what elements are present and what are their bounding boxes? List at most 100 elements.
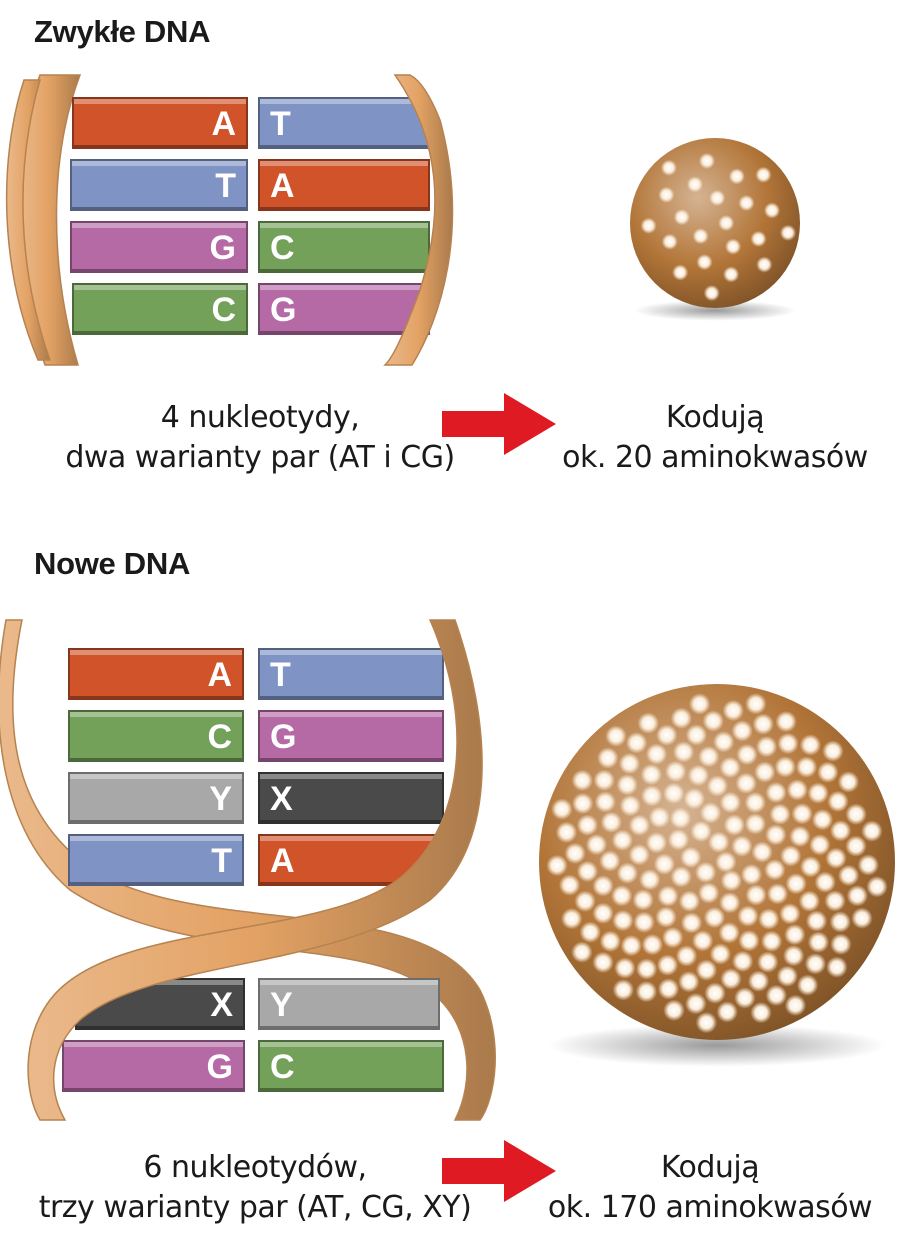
amino-acid-dot [785,873,806,894]
base-letter: A [270,167,295,205]
amino-acid-dot [704,982,725,1003]
amino-acid-dot [824,890,845,911]
amino-acid-dot [551,798,572,819]
amino-acid-dot [757,951,778,972]
amino-acid-dot [805,953,826,974]
amino-acid-dot [780,845,801,866]
amino-acid-dot [710,943,731,964]
base-pair-right: A [258,159,430,211]
amino-acid-dot [827,791,848,812]
amino-acid-dot [586,834,607,855]
amino-acid-dot [663,1000,684,1021]
amino-acid-dot [592,952,613,973]
amino-acid-dot [807,782,828,803]
amino-acid-dot [738,195,754,211]
amino-acid-dot [696,1012,717,1033]
amino-acid-dot [789,826,810,847]
amino-acid-dot [646,832,667,853]
amino-acid-dot [688,765,709,786]
amino-acid-dot [799,890,820,911]
base-pair-left: T [70,159,248,211]
amino-acid-dot [718,215,734,231]
amino-acid-dot [796,756,817,777]
base-letter: G [210,229,236,267]
amino-acid-dot [861,820,882,841]
amino-acid-dot [676,945,697,966]
caption-line: 6 nukleotydów, [10,1148,500,1188]
amino-acid-dot [787,779,808,800]
amino-acid-dot [817,762,838,783]
amino-acid-dot [715,851,736,872]
amino-acid-dot [684,788,705,809]
amino-acid-dot [692,930,713,951]
amino-acid-dot [663,783,684,804]
amino-acid-dot [617,862,638,883]
amino-acid-dot [642,934,663,955]
amino-acid-dot [674,209,690,225]
amino-acid-dot [658,187,674,203]
amino-acid-dot [611,885,632,906]
amino-acid-dot [745,884,766,905]
amino-acid-dot [636,981,657,1002]
amino-acid-dot [670,808,691,829]
amino-acid-dot [613,979,634,1000]
amino-acid-dot [777,966,798,987]
amino-acid-dot [707,775,728,796]
amino-acid-dot [845,804,866,825]
amino-acid-dot [720,757,741,778]
amino-acid-dot [755,167,771,183]
base-pair-right: T [258,648,444,700]
amino-acid-dot [838,771,859,792]
amino-acid-dot [619,753,640,774]
amino-acid-dot [620,795,641,816]
amino-acid-dot [737,905,758,926]
amino-acid-dot [830,820,851,841]
base-letter: X [210,986,233,1024]
amino-acid-dot [629,844,650,865]
amino-acid-dot [775,711,796,732]
caption-line: 4 nukleotydy, [20,398,500,438]
section-title-regular-dna: Zwykłe DNA [34,14,210,50]
amino-acid-dot [745,813,766,834]
amino-acid-dot [632,889,653,910]
amino-acid-dot [709,190,725,206]
amino-acid-dot [731,720,752,741]
amino-acid-dot [704,285,720,301]
amino-acid-dot [661,160,677,176]
amino-acid-dot [662,927,683,948]
amino-acid-dot [605,725,626,746]
amino-acid-dot [847,885,868,906]
new-dna-result: Kodują ok. 170 aminokwasów [520,1148,900,1228]
amino-acid-dot [561,908,582,929]
amino-acid-dot [673,741,694,762]
amino-acid-dot [680,847,701,868]
amino-acid-dot [725,239,741,255]
amino-acid-dot [572,793,593,814]
base-letter: Y [270,986,293,1024]
amino-acid-dot [717,1001,738,1022]
amino-acid-dot [679,891,700,912]
amino-acid-dot [748,970,769,991]
amino-acid-dot [690,821,711,842]
amino-acid-dot [580,922,601,943]
amino-acid-dot [577,814,598,835]
amino-acid-dot [808,931,829,952]
amino-acid-dot [665,761,686,782]
base-pair-left: G [62,1040,245,1092]
base-letter: T [215,167,236,205]
amino-acid-dot [723,266,739,282]
amino-acid-dot [633,912,654,933]
amino-acid-dot [745,792,766,813]
amino-acid-dot [775,756,796,777]
amino-acid-dot [594,770,615,791]
base-letter: C [270,1048,295,1086]
amino-acid-dot [750,1002,771,1023]
base-pair-right: C [258,221,430,273]
base-pair-right: T [258,97,430,149]
amino-acid-dot [700,802,721,823]
amino-acid-dot [721,870,742,891]
base-pair-right: Y [258,978,440,1030]
amino-acid-dot [769,803,790,824]
amino-acid-dot [792,803,813,824]
